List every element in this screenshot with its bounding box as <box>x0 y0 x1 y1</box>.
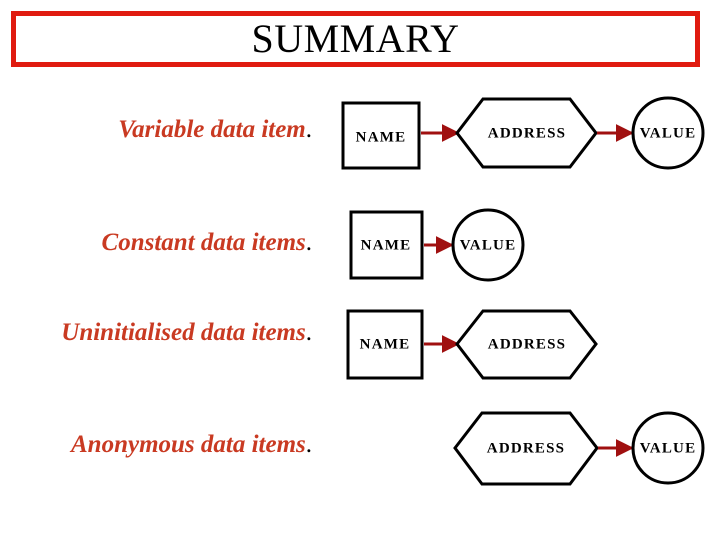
shape-ellipse-value[interactable] <box>631 96 705 170</box>
shape-label-address: ADDRESS <box>487 440 565 456</box>
shape-label-name: NAME <box>356 129 407 145</box>
caption-text: Variable data item <box>118 116 306 143</box>
row-caption-constant: Constant data items. <box>40 228 312 258</box>
shape-hexagon-address[interactable] <box>453 411 599 486</box>
shape-hexagon-address[interactable] <box>455 97 598 169</box>
caption-period: . <box>305 319 312 346</box>
shape-label-value: VALUE <box>460 237 517 253</box>
shape-ellipse-value[interactable] <box>451 208 525 282</box>
title-box: SUMMARY <box>11 11 700 67</box>
shape-rectangle-name[interactable] <box>346 309 424 380</box>
shape-hexagon-address[interactable] <box>455 309 598 380</box>
shape-label-name: NAME <box>361 237 412 253</box>
shape-label-address: ADDRESS <box>488 336 566 352</box>
shape-label-address: ADDRESS <box>488 125 566 141</box>
shape-label-name: NAME <box>360 336 411 352</box>
page-title: SUMMARY <box>251 16 460 61</box>
row-caption-variable: Variable data item. <box>40 115 312 145</box>
row-variable-data-item: NAME ADDRESS VALUE <box>341 96 705 170</box>
shape-ellipse-value[interactable] <box>631 411 705 485</box>
shape-label-value: VALUE <box>640 440 697 456</box>
row-uninitialised-data-items: NAME ADDRESS <box>346 309 598 380</box>
caption-period: . <box>305 229 312 256</box>
row-anonymous-data-items: ADDRESS VALUE <box>453 411 705 486</box>
caption-text: Constant data items <box>101 229 306 256</box>
caption-text: Anonymous data items <box>70 431 306 458</box>
row-caption-anonymous: Anonymous data items. <box>28 430 312 460</box>
row-constant-data-items: NAME VALUE <box>349 208 525 282</box>
caption-text: Uninitialised data items <box>61 319 306 346</box>
caption-period: . <box>305 116 312 143</box>
row-caption-uninitialised: Uninitialised data items. <box>40 318 312 348</box>
shape-rectangle-name[interactable] <box>341 101 421 170</box>
shape-rectangle-name[interactable] <box>349 210 424 280</box>
shape-label-value: VALUE <box>640 125 697 141</box>
caption-period: . <box>305 431 312 458</box>
